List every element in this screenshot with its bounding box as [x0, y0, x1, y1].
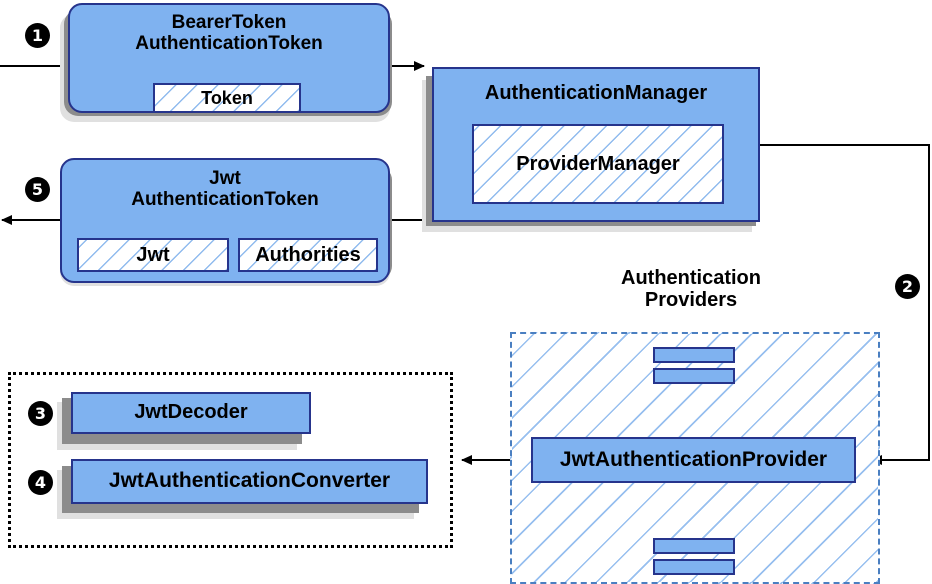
badge-step-2-number: 2 — [901, 276, 914, 296]
provider-manager-label: ProviderManager — [516, 152, 680, 175]
node-jwt-authentication-converter[interactable]: JwtAuthenticationConverter — [71, 459, 428, 504]
badge-step-2: 2 — [895, 274, 920, 299]
node-authentication-manager[interactable]: AuthenticationManager ProviderManager — [432, 67, 760, 222]
badge-step-5: 5 — [25, 177, 50, 202]
jwt-authentication-provider-title: JwtAuthenticationProvider — [559, 447, 828, 471]
node-jwt-authentication-token[interactable]: Jwt AuthenticationToken Jwt Authorities — [60, 158, 390, 283]
node-jwt-authentication-provider[interactable]: JwtAuthenticationProvider — [531, 437, 856, 483]
container-jwt-support-group — [8, 372, 453, 548]
jwt-token-field-authorities: Authorities — [238, 238, 378, 272]
jwt-token-field-jwt-label: Jwt — [136, 243, 170, 266]
badge-step-5-number: 5 — [31, 179, 44, 199]
badge-step-4: 4 — [28, 470, 53, 495]
badge-step-1: 1 — [25, 23, 50, 48]
provider-delegate-bar-bottom-1 — [653, 538, 735, 554]
badge-step-3: 3 — [28, 401, 53, 426]
jwt-token-field-jwt: Jwt — [77, 238, 229, 272]
authentication-manager-field-provider-manager: ProviderManager — [472, 124, 724, 204]
badge-step-3-number: 3 — [34, 403, 47, 423]
jwt-token-title: Jwt AuthenticationToken — [131, 168, 319, 210]
badge-step-4-number: 4 — [34, 472, 47, 492]
jwt-token-field-authorities-label: Authorities — [255, 243, 361, 266]
provider-delegate-bar-top-2 — [653, 368, 735, 384]
bearer-token-field-token: Token — [153, 83, 301, 113]
authentication-providers-label: Authentication Providers — [621, 267, 761, 311]
provider-delegate-bar-bottom-2 — [653, 559, 735, 575]
bearer-token-field-token-label: Token — [201, 87, 253, 108]
badge-step-1-number: 1 — [31, 25, 44, 45]
node-jwt-decoder[interactable]: JwtDecoder — [71, 392, 311, 434]
jwt-authentication-converter-title: JwtAuthenticationConverter — [108, 469, 391, 493]
jwt-decoder-title: JwtDecoder — [134, 401, 248, 424]
node-bearer-token-authentication-token[interactable]: BearerToken AuthenticationToken Token — [68, 3, 390, 113]
bearer-token-title: BearerToken AuthenticationToken — [135, 12, 323, 54]
provider-delegate-bar-top-1 — [653, 347, 735, 363]
authentication-manager-title: AuthenticationManager — [484, 82, 708, 104]
